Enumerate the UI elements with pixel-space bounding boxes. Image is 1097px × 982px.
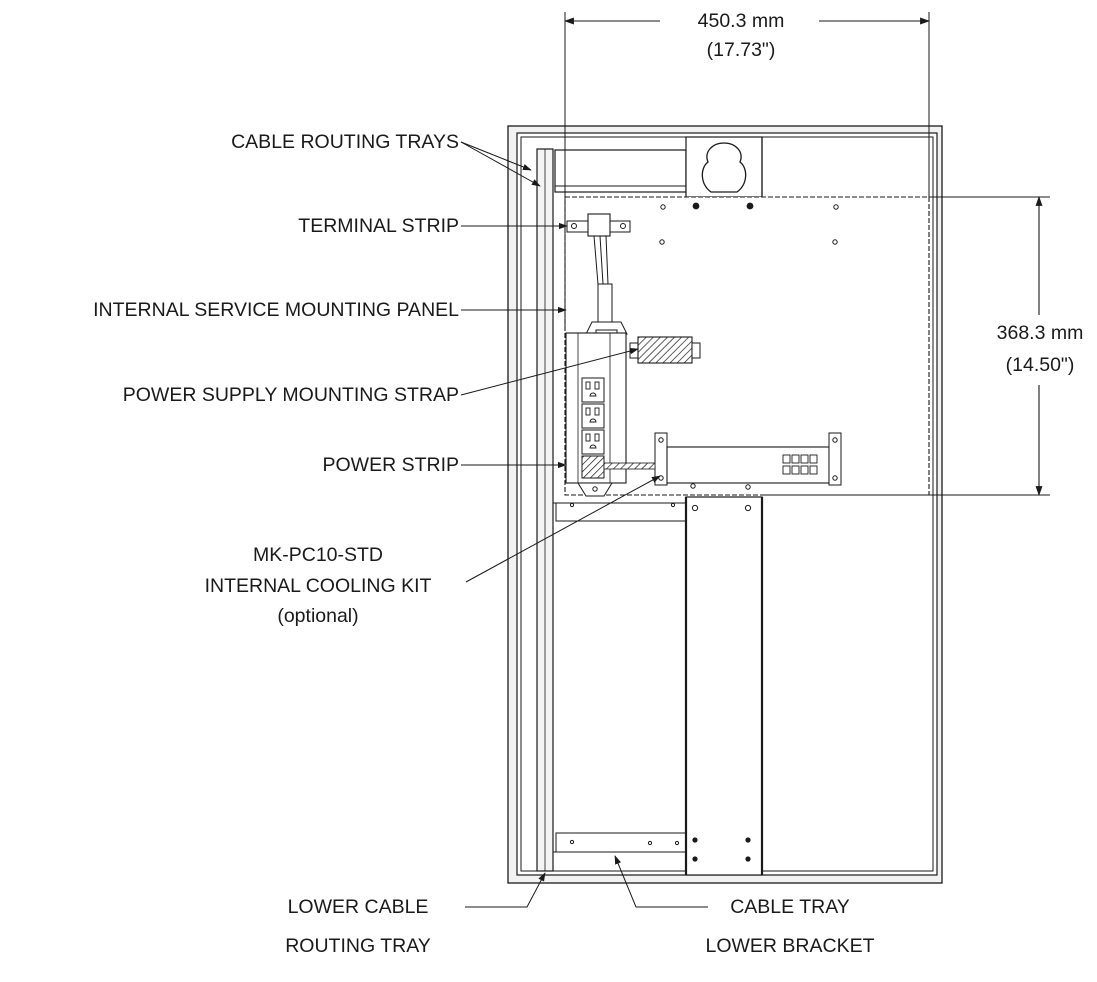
width-dimension-in: (17.73") (707, 39, 776, 61)
internal-cooling-kit (603, 432, 842, 486)
width-dimension-mm: 450.3 mm (698, 10, 785, 32)
outlet (581, 377, 605, 403)
power-supply-mounting-strap (629, 336, 701, 364)
center-rail (684, 496, 764, 876)
label-cable-tray-lower-bracket-2: LOWER BRACKET (705, 935, 874, 957)
label-cooling-kit-name: INTERNAL COOLING KIT (205, 575, 432, 597)
label-power-strip: POWER STRIP (322, 454, 459, 476)
label-internal-service-mounting-panel: INTERNAL SERVICE MOUNTING PANEL (93, 299, 459, 321)
label-lower-cable-routing-tray-2: ROUTING TRAY (285, 935, 431, 957)
height-dimension-in: (14.50") (1006, 354, 1075, 376)
power-switch (581, 455, 605, 479)
outlet (581, 403, 605, 429)
label-cable-routing-trays: CABLE ROUTING TRAYS (231, 131, 459, 153)
cable-routing-tray-vertical (536, 148, 554, 872)
label-cable-tray-lower-bracket-1: CABLE TRAY (730, 896, 850, 918)
callout-cooling-kit (465, 475, 661, 583)
label-power-supply-mounting-strap: POWER SUPPLY MOUNTING STRAP (123, 384, 459, 406)
knockout-plate (685, 136, 763, 198)
cable-routing-tray-upper (554, 149, 687, 193)
label-lower-cable-routing-tray-1: LOWER CABLE (288, 896, 429, 918)
width-dimension (564, 12, 930, 330)
lower-left-bay (553, 502, 687, 853)
knockout-opening (701, 142, 747, 193)
callout-lower-cable-routing-tray (465, 872, 546, 908)
terminal-strip (566, 213, 631, 325)
power-strip (565, 321, 628, 497)
callout-cable-tray-lower-bracket (614, 855, 708, 908)
label-cooling-kit-optional: (optional) (277, 605, 358, 627)
callout-power-supply-mounting-strap (460, 347, 639, 396)
label-cooling-kit-model: MK-PC10-STD (253, 544, 383, 566)
callout-cable-routing-trays (460, 141, 541, 187)
height-dimension (762, 196, 1050, 496)
outlet (581, 429, 605, 455)
label-terminal-strip: TERMINAL STRIP (298, 215, 459, 237)
height-dimension-mm: 368.3 mm (997, 322, 1084, 344)
